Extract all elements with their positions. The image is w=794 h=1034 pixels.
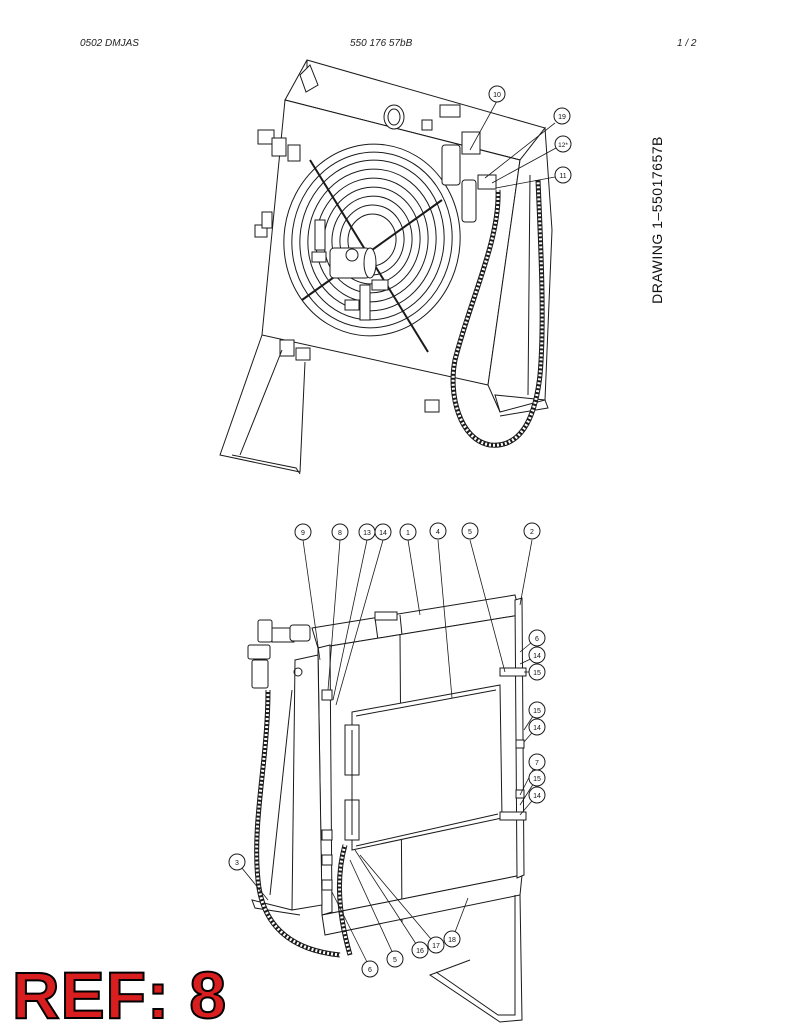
svg-text:5: 5 bbox=[393, 957, 397, 964]
svg-text:15: 15 bbox=[533, 670, 541, 677]
callout-1: 1 bbox=[399, 523, 417, 541]
callout-2: 2 bbox=[523, 522, 541, 540]
svg-text:12*: 12* bbox=[558, 142, 568, 149]
callout-leaders-top bbox=[469, 100, 557, 189]
callout-17: 17 bbox=[427, 936, 445, 954]
svg-text:19: 19 bbox=[558, 114, 566, 121]
svg-text:1: 1 bbox=[406, 530, 410, 537]
callout-16: 16 bbox=[411, 941, 429, 959]
callout-5-bottom: 5 bbox=[386, 950, 404, 968]
callout-3: 3 bbox=[228, 853, 246, 871]
callout-6-right: 6 bbox=[528, 629, 546, 647]
callout-19: 19 bbox=[553, 107, 571, 125]
svg-text:6: 6 bbox=[535, 636, 539, 643]
callout-14-b: 14 bbox=[528, 718, 546, 736]
header-page-number: 1 / 2 bbox=[677, 38, 697, 49]
svg-text:8: 8 bbox=[338, 530, 342, 537]
svg-text:15: 15 bbox=[533, 776, 541, 783]
callout-12: 12* bbox=[554, 135, 572, 153]
svg-text:18: 18 bbox=[448, 937, 456, 944]
left-frame bbox=[291, 644, 333, 916]
svg-text:15: 15 bbox=[533, 708, 541, 715]
reference-label: REF: 8 bbox=[11, 958, 228, 1032]
callout-11: 11 bbox=[554, 166, 572, 184]
header-left-code: 0502 DMJAS bbox=[80, 38, 139, 49]
thermostat-valve bbox=[441, 144, 497, 223]
svg-text:6: 6 bbox=[368, 967, 372, 974]
callout-15-c: 15 bbox=[528, 769, 546, 787]
coiled-hose-right bbox=[337, 844, 353, 956]
svg-text:14: 14 bbox=[533, 653, 541, 660]
svg-text:14: 14 bbox=[533, 793, 541, 800]
svg-text:5: 5 bbox=[468, 529, 472, 536]
svg-text:14: 14 bbox=[379, 530, 387, 537]
valve-cluster bbox=[247, 619, 311, 689]
callout-8: 8 bbox=[331, 523, 349, 541]
right-frame bbox=[499, 597, 527, 879]
svg-text:11: 11 bbox=[559, 173, 566, 180]
cooler-fan-view: 10 19 12* 11 bbox=[219, 59, 572, 475]
callout-18: 18 bbox=[443, 930, 461, 948]
mounting-bracket-left bbox=[251, 689, 301, 916]
callout-5-top: 5 bbox=[461, 522, 479, 540]
top-fittings bbox=[383, 104, 481, 155]
callout-4: 4 bbox=[429, 522, 447, 540]
mounting-bracket-right bbox=[428, 894, 523, 1023]
left-fittings bbox=[254, 129, 440, 413]
svg-text:9: 9 bbox=[301, 530, 305, 537]
svg-text:7: 7 bbox=[535, 760, 539, 767]
support-leg-left bbox=[219, 334, 306, 475]
svg-text:3: 3 bbox=[235, 860, 239, 867]
svg-text:4: 4 bbox=[436, 529, 440, 536]
svg-text:13: 13 bbox=[363, 530, 371, 537]
callout-15-a: 15 bbox=[528, 663, 546, 681]
callout-14-a: 14 bbox=[528, 646, 546, 664]
callout-14-c: 14 bbox=[528, 786, 546, 804]
callout-9: 9 bbox=[294, 523, 312, 541]
svg-text:2: 2 bbox=[530, 529, 534, 536]
callout-6-bottom: 6 bbox=[361, 960, 379, 978]
callout-14-top: 14 bbox=[374, 523, 392, 541]
callout-13: 13 bbox=[358, 523, 376, 541]
svg-text:17: 17 bbox=[432, 943, 440, 950]
svg-text:10: 10 bbox=[493, 92, 501, 99]
svg-text:16: 16 bbox=[416, 948, 424, 955]
header-part-number: 550 176 57bB bbox=[350, 38, 413, 49]
callout-10: 10 bbox=[488, 85, 506, 103]
svg-text:14: 14 bbox=[533, 725, 541, 732]
fan-motor bbox=[311, 219, 389, 321]
cooler-core-view: 9 8 13 14 1 4 5 2 bbox=[228, 522, 546, 1023]
callout-7: 7 bbox=[528, 753, 546, 771]
callout-15-b: 15 bbox=[528, 701, 546, 719]
core-clamp bbox=[344, 724, 360, 841]
